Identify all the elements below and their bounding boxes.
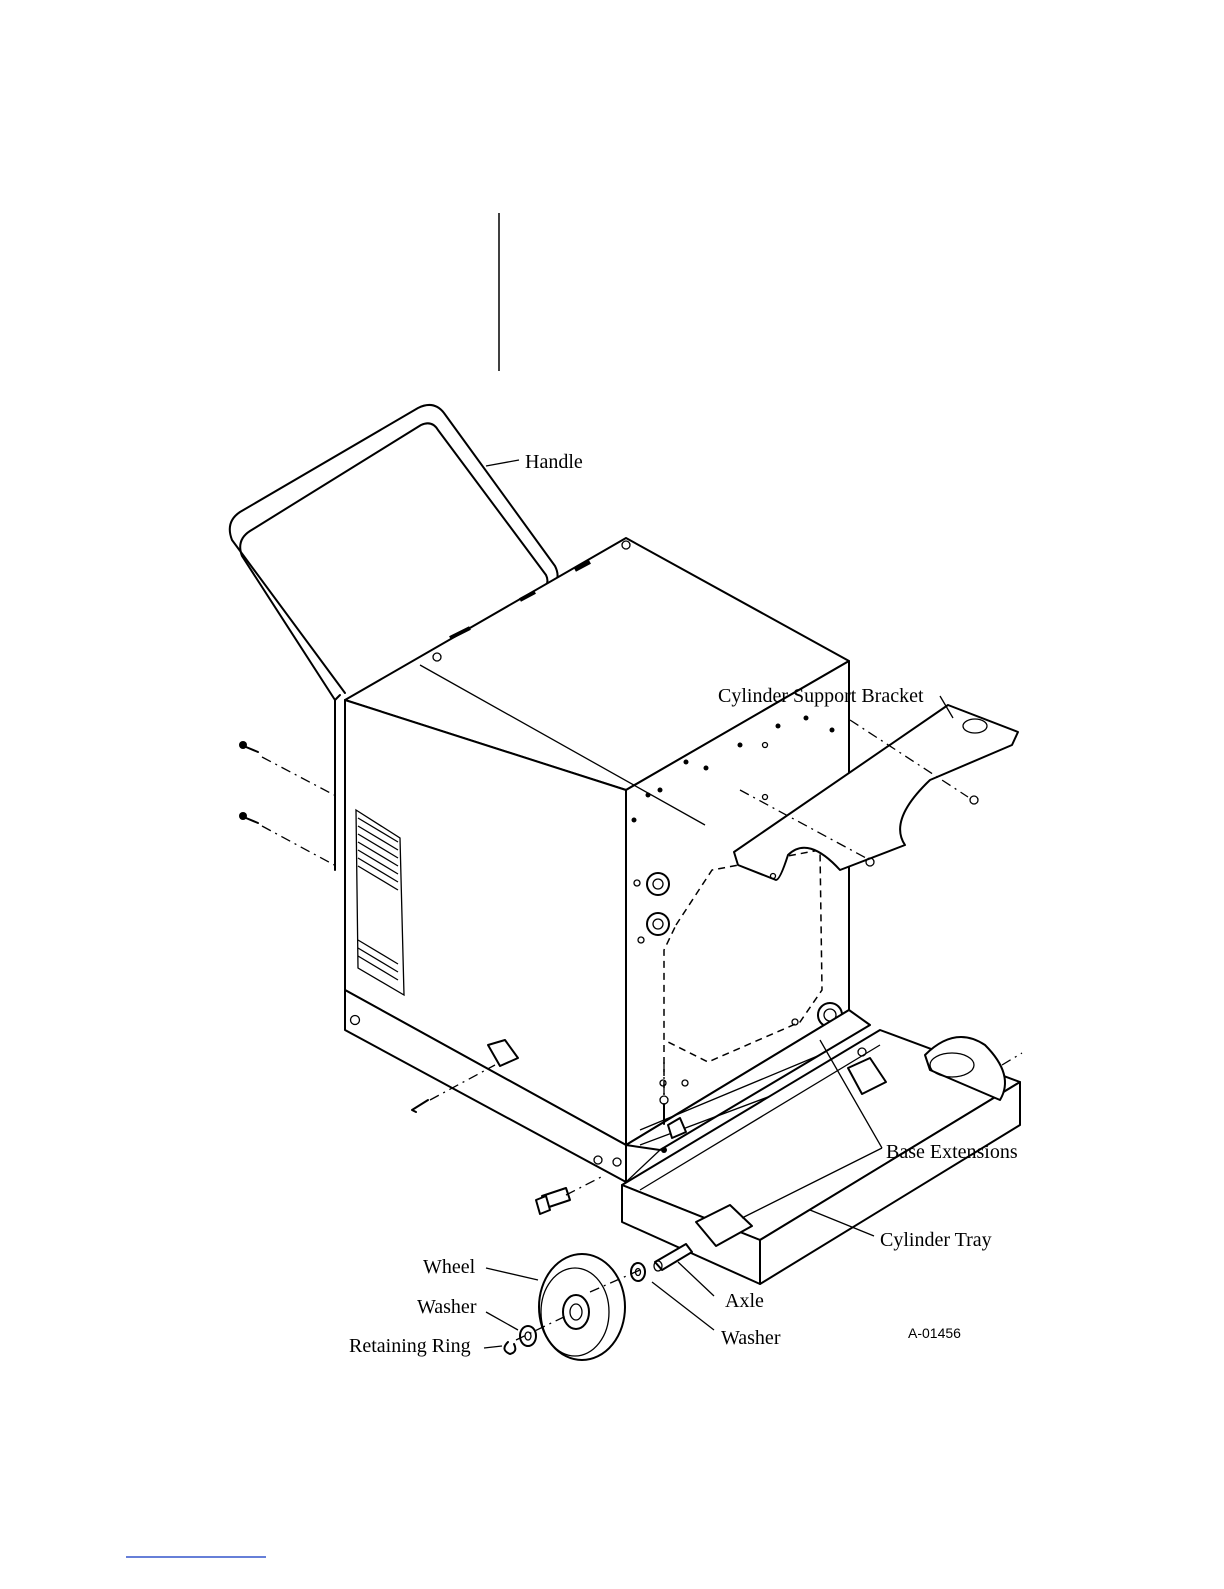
handle-label: Handle	[525, 451, 583, 473]
base-extensions-label: Base Extensions	[886, 1141, 1018, 1163]
wheel-label: Wheel	[423, 1256, 476, 1278]
axle-label: Axle	[725, 1290, 764, 1312]
washer-left-part	[520, 1326, 536, 1346]
washer-right-part	[631, 1263, 645, 1281]
washer-left-label: Washer	[417, 1296, 477, 1318]
retaining-ring-label: Retaining Ring	[349, 1335, 471, 1357]
wheel-part	[539, 1254, 625, 1360]
axle-part	[654, 1244, 692, 1271]
figure-code: A-01456	[908, 1325, 961, 1341]
cylinder-tray-label: Cylinder Tray	[880, 1229, 992, 1251]
cylinder-support-bracket-label: Cylinder Support Bracket	[718, 685, 924, 707]
retaining-ring-part	[504, 1342, 515, 1354]
washer-right-label: Washer	[721, 1327, 781, 1349]
